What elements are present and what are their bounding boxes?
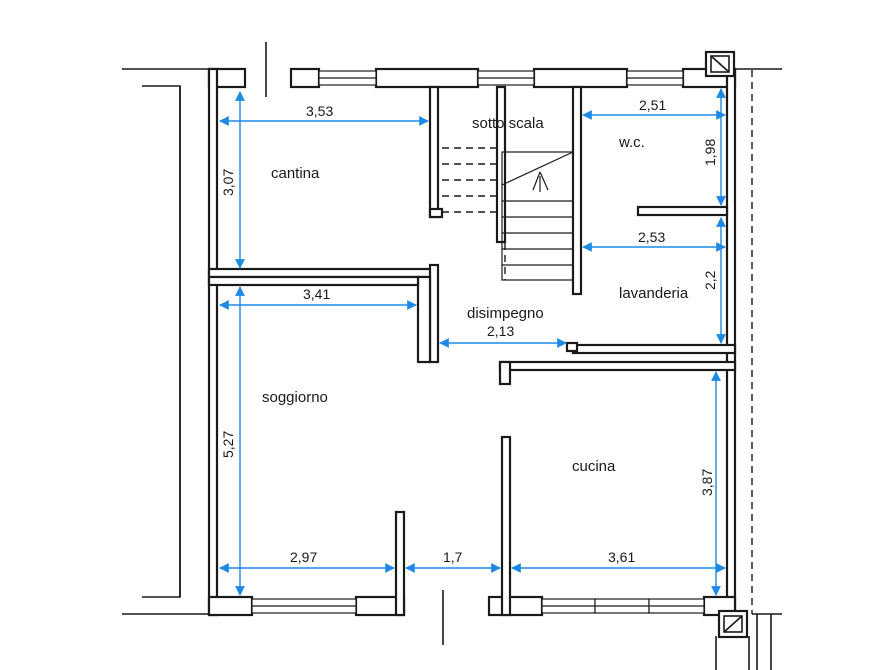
- dimension-cucina-width: 3,61: [608, 549, 635, 565]
- duct-bottom: [717, 609, 749, 639]
- dimension-lines: [219, 88, 726, 596]
- dimension-lavanderia-width: 2,53: [638, 229, 665, 245]
- room-label-sotto-scala: sotto scala: [472, 115, 544, 132]
- room-label-soggiorno: soggiorno: [262, 389, 328, 406]
- dimension-wc-width: 2,51: [639, 97, 666, 113]
- dimension-cantina-height: 3,07: [220, 169, 236, 196]
- duct-top: [704, 50, 736, 78]
- room-label-disimpegno: disimpegno: [467, 305, 544, 322]
- dimension-soggiorno-height: 5,27: [220, 431, 236, 458]
- dimension-cantina-width: 3,53: [306, 103, 333, 119]
- dimension-disimpegno-width: 2,13: [487, 323, 514, 339]
- dimension-cucina-height: 3,87: [699, 469, 715, 496]
- room-label-wc: w.c.: [618, 134, 645, 151]
- interior-walls: [207, 85, 737, 617]
- dimension-wc-height: 1,98: [702, 139, 718, 166]
- dimension-soggiorno-width-top: 3,41: [303, 286, 330, 302]
- dimension-passage-width: 1,7: [443, 549, 463, 565]
- room-label-cantina: cantina: [271, 165, 320, 182]
- exterior-context: [122, 42, 782, 670]
- outer-walls: [207, 67, 737, 617]
- room-label-cucina: cucina: [572, 458, 616, 475]
- dimension-lavanderia-height: 2,2: [702, 270, 718, 290]
- staircase: [442, 87, 574, 281]
- dimension-soggiorno-width-bottom: 2,97: [290, 549, 317, 565]
- windows: [251, 70, 705, 614]
- room-label-lavanderia: lavanderia: [619, 285, 689, 302]
